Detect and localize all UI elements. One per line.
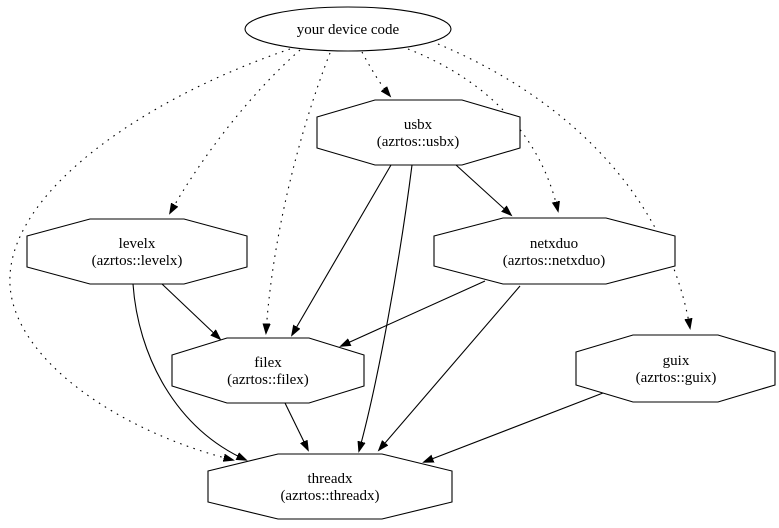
octagon-levelx (26, 218, 248, 285)
node-label-threadx: threadx (308, 471, 353, 487)
node-label-usbx: usbx (404, 117, 433, 133)
edge-usbx-netxduo (455, 164, 511, 215)
node-label-levelx: levelx (119, 236, 156, 252)
octagon-usbx (316, 99, 521, 166)
node-threadx: threadx (azrtos::threadx) (207, 453, 453, 520)
edge-device-threadx (9, 48, 291, 460)
node-label-device: your device code (297, 22, 400, 38)
edge-device-levelx (170, 49, 301, 213)
octagon-guix (575, 334, 776, 403)
edge-levelx-threadx (132, 283, 246, 460)
node-filex: filex (azrtos::filex) (171, 337, 365, 404)
edge-usbx-filex (292, 164, 392, 335)
ellipse-your-device-code (244, 6, 452, 52)
edge-device-netxduo (407, 48, 558, 211)
edge-levelx-filex (161, 283, 220, 339)
octagon-threadx (207, 453, 453, 520)
edge-device-filex (266, 52, 331, 333)
node-sublabel-usbx: (azrtos::usbx) (377, 134, 459, 150)
node-label-netxduo: netxduo (530, 236, 578, 252)
node-netxduo: netxduo (azrtos::netxduo) (433, 217, 676, 285)
edge-netxduo-threadx (379, 285, 521, 450)
node-guix: guix (azrtos::guix) (575, 334, 776, 403)
node-sublabel-guix: (azrtos::guix) (636, 370, 717, 386)
edge-device-guix (437, 43, 690, 328)
node-sublabel-threadx: (azrtos::threadx) (280, 488, 379, 504)
node-sublabel-filex: (azrtos::filex) (227, 372, 309, 388)
node-sublabel-levelx: (azrtos::levelx) (92, 253, 183, 269)
edge-device-usbx (361, 51, 390, 96)
node-label-guix: guix (663, 353, 690, 369)
node-label-filex: filex (254, 355, 282, 371)
node-usbx: usbx (azrtos::usbx) (316, 99, 521, 166)
edge-filex-threadx (284, 402, 308, 450)
node-your-device-code: your device code (244, 6, 452, 52)
edge-netxduo-filex (341, 280, 486, 346)
edge-group (9, 43, 690, 462)
octagon-netxduo (433, 217, 676, 285)
octagon-filex (171, 337, 365, 404)
edge-guix-threadx (424, 392, 604, 462)
node-group: your device code usbx (azrtos::usbx) lev… (26, 6, 776, 520)
node-sublabel-netxduo: (azrtos::netxduo) (503, 253, 605, 269)
edge-usbx-threadx (359, 164, 413, 451)
node-levelx: levelx (azrtos::levelx) (26, 218, 248, 285)
